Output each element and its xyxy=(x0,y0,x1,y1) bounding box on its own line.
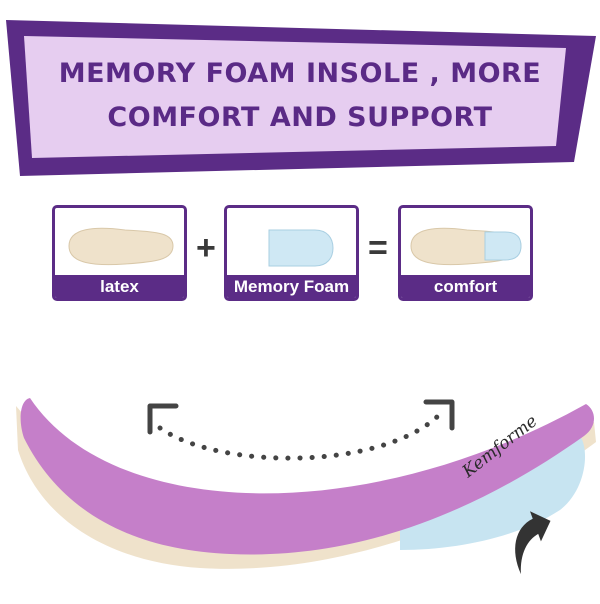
headline: MEMORY FOAM INSOLE , MORE COMFORT AND SU… xyxy=(40,52,560,140)
headline-line-1: MEMORY FOAM INSOLE , MORE xyxy=(58,58,542,89)
latex-card: latex xyxy=(52,205,187,301)
product-illustration: Kemforme xyxy=(0,340,600,600)
combined-insole-icon xyxy=(401,208,530,278)
latex-label: latex xyxy=(55,275,184,298)
headline-line-2: COMFORT AND SUPPORT xyxy=(107,102,493,133)
banner-background xyxy=(6,20,596,176)
comfort-label: comfort xyxy=(401,275,530,298)
flex-arrow-icon xyxy=(147,399,455,461)
plus-operator: + xyxy=(196,229,216,267)
title-banner: MEMORY FOAM INSOLE , MORE COMFORT AND SU… xyxy=(0,0,600,190)
memory-foam-heel-pad-icon xyxy=(227,208,356,278)
upward-support-arrow-icon xyxy=(515,511,551,575)
comfort-card: comfort xyxy=(398,205,533,301)
memory-foam-label: Memory Foam xyxy=(227,275,356,298)
memory-foam-card: Memory Foam xyxy=(224,205,359,301)
equals-operator: = xyxy=(368,229,388,267)
latex-insole-icon xyxy=(55,208,184,278)
